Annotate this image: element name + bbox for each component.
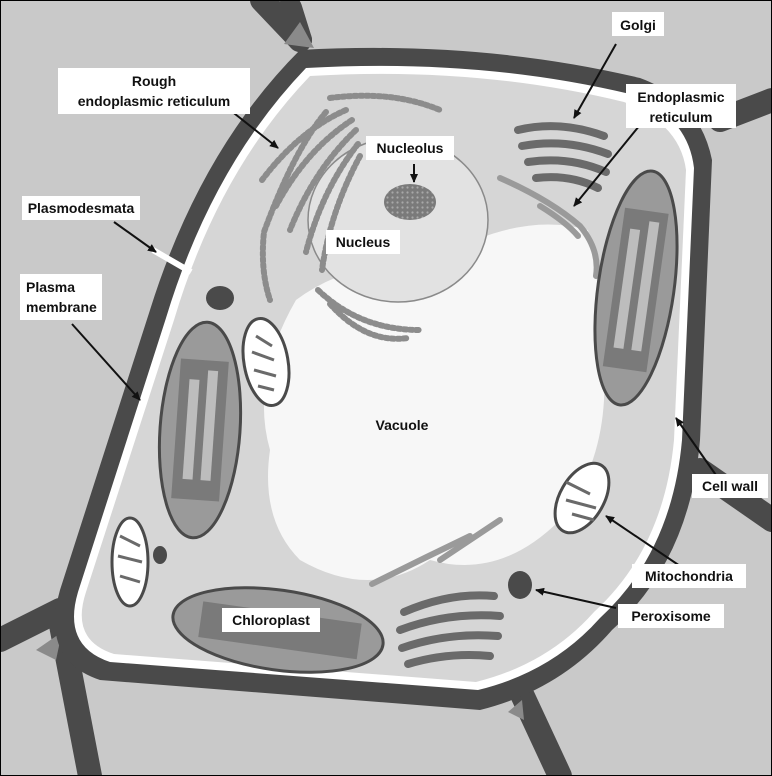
label-plasma-membrane: Plasma membrane — [20, 274, 102, 320]
label-plasma-membrane-line1: Plasma — [26, 279, 75, 295]
label-rough-er: Rough endoplasmic reticulum — [58, 68, 250, 114]
label-er-line2: reticulum — [649, 109, 712, 125]
label-vacuole-text: Vacuole — [376, 417, 429, 433]
label-cell-wall-text: Cell wall — [702, 478, 758, 494]
label-plasma-membrane-line2: membrane — [26, 299, 97, 315]
label-peroxisome-text: Peroxisome — [631, 608, 711, 624]
label-nucleolus-text: Nucleolus — [377, 140, 444, 156]
label-cell-wall: Cell wall — [692, 474, 768, 498]
label-endoplasmic-reticulum: Endoplasmic reticulum — [626, 84, 736, 128]
vesicle-small — [153, 546, 167, 564]
label-golgi-text: Golgi — [620, 17, 656, 33]
label-chloroplast: Chloroplast — [222, 608, 320, 632]
vesicle — [206, 286, 234, 310]
label-nucleus: Nucleus — [326, 230, 400, 254]
label-rough-er-line2: endoplasmic reticulum — [78, 93, 230, 109]
nucleolus — [384, 184, 436, 220]
label-vacuole: Vacuole — [376, 417, 429, 433]
label-rough-er-line1: Rough — [132, 73, 176, 89]
label-nucleolus: Nucleolus — [366, 136, 454, 160]
label-mitochondria-text: Mitochondria — [645, 568, 733, 584]
label-golgi: Golgi — [612, 12, 664, 36]
label-chloroplast-text: Chloroplast — [232, 612, 310, 628]
label-plasmodesmata: Plasmodesmata — [22, 196, 140, 220]
peroxisome — [508, 571, 532, 599]
label-plasmodesmata-text: Plasmodesmata — [28, 200, 135, 216]
label-er-line1: Endoplasmic — [637, 89, 724, 105]
label-nucleus-text: Nucleus — [336, 234, 391, 250]
label-peroxisome: Peroxisome — [618, 604, 724, 628]
label-mitochondria: Mitochondria — [632, 564, 746, 588]
